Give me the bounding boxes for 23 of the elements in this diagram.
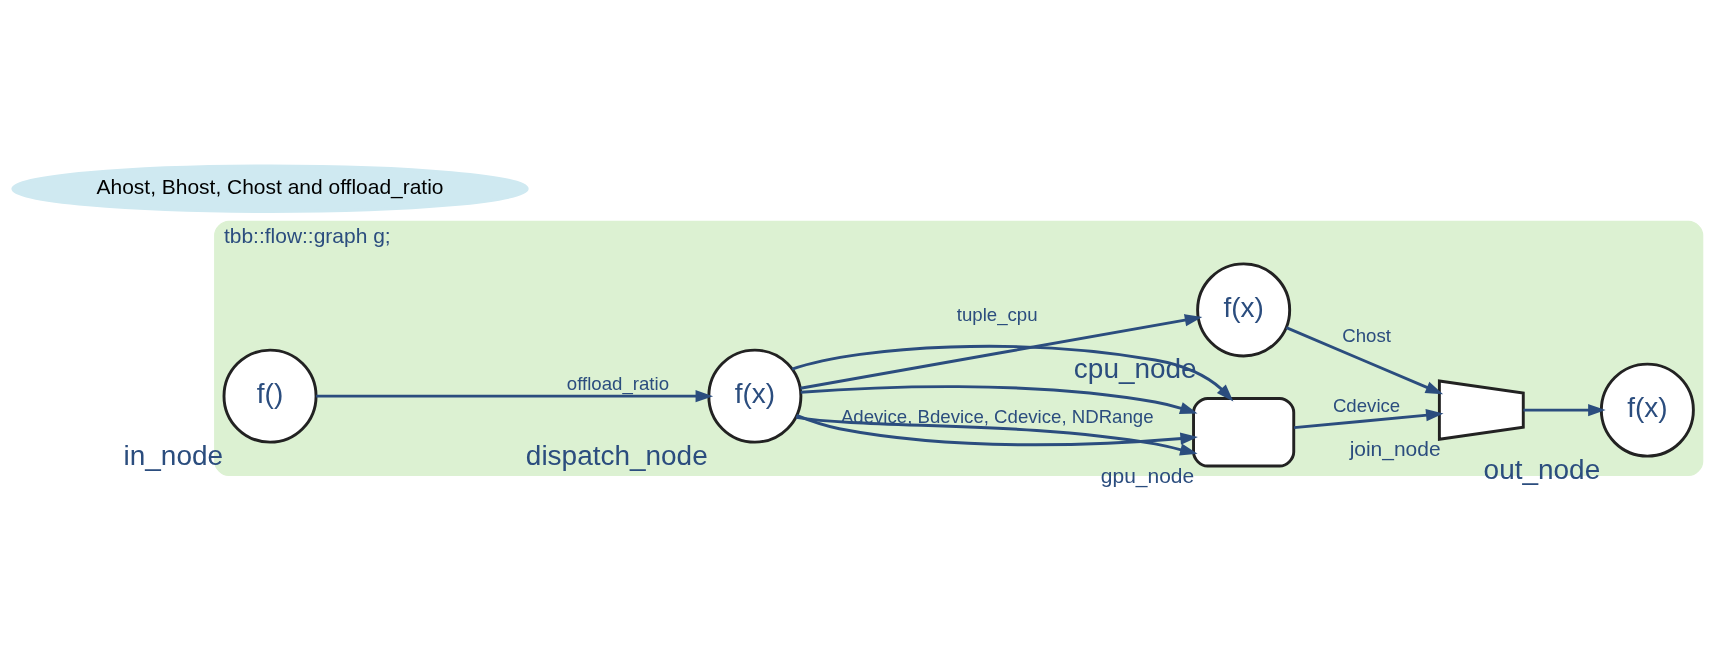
arrow <box>796 413 1198 446</box>
node-label: dispatch_node <box>525 439 708 471</box>
node-circle: f() <box>222 348 318 444</box>
node-trapezoid <box>1437 378 1525 441</box>
node-circle: f(x) <box>707 348 803 444</box>
arrow <box>1523 403 1606 416</box>
node-box <box>1192 396 1296 467</box>
node-ellipse: Ahost, Bhost, Chost and offload_ratio <box>11 163 529 213</box>
arrow <box>800 384 1198 414</box>
edge-label: offload_ratio <box>566 372 670 394</box>
edge-label: tuple_cpu <box>956 303 1038 325</box>
node-circle: f(x) <box>1599 362 1695 458</box>
node-label: cpu_node <box>1073 352 1197 384</box>
arrow <box>795 415 1198 456</box>
edge-label: Chost <box>1342 324 1391 346</box>
node-label: join_node <box>1349 436 1441 460</box>
arrow <box>791 344 1234 402</box>
edge-label: Cdevice <box>1332 394 1401 416</box>
arrow <box>316 389 714 402</box>
node-circle: f(x) <box>1196 261 1292 357</box>
arrow <box>1294 408 1444 429</box>
arrow <box>800 313 1203 390</box>
arrow <box>1285 325 1444 394</box>
